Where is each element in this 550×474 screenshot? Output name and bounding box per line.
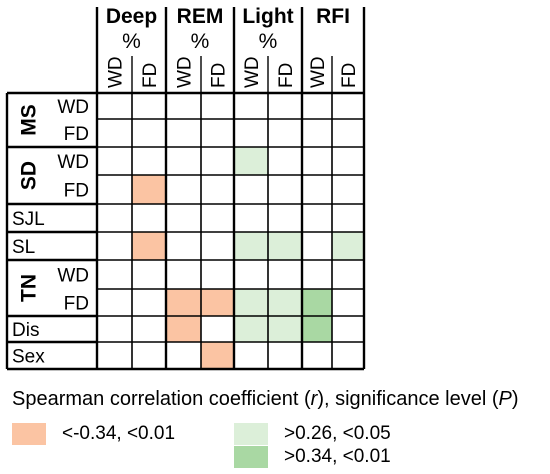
row-group-title: TN — [18, 274, 41, 302]
subcolumn-label: WD — [175, 56, 196, 88]
correlation-cell — [132, 175, 166, 204]
legend-label-positive-strong: >0.34, <0.01 — [284, 446, 391, 467]
row-group-title: MS — [18, 104, 41, 136]
correlation-cell — [332, 232, 364, 260]
row-label: WD — [57, 97, 89, 118]
legend-label-positive-weak: >0.26, <0.05 — [284, 423, 391, 444]
correlation-cell — [201, 289, 234, 316]
subcolumn-label: WD — [106, 56, 127, 88]
column-group-title: RFI — [316, 5, 350, 28]
legend-swatch-positive-weak — [234, 423, 268, 445]
correlation-cell — [132, 232, 166, 260]
subcolumn-label: FD — [209, 63, 230, 88]
legend-title-p: P — [498, 388, 512, 410]
correlation-cell — [268, 289, 302, 316]
subcolumn-label: WD — [308, 56, 329, 88]
subcolumn-label: FD — [276, 63, 297, 88]
correlation-cell — [268, 232, 302, 260]
correlation-cell — [268, 316, 302, 342]
legend: Spearman correlation coefficient (r), si… — [0, 388, 550, 474]
legend-title: Spearman correlation coefficient (r), si… — [12, 388, 519, 411]
subcolumn-label: FD — [339, 63, 360, 88]
column-group-title: REM — [177, 5, 224, 28]
legend-swatch-positive-strong — [234, 446, 268, 468]
row-group-title: Sex — [12, 347, 45, 368]
column-group-title: Light — [242, 5, 293, 28]
legend-title-r: r — [310, 388, 318, 410]
subcolumn-label: FD — [140, 63, 161, 88]
column-group-title: Deep — [106, 5, 157, 28]
row-label: FD — [64, 181, 89, 202]
correlation-cell — [234, 232, 268, 260]
row-group-title: SL — [12, 237, 35, 258]
legend-swatch-negative — [12, 423, 46, 445]
column-group-unit: % — [122, 30, 141, 53]
row-group-title: Dis — [12, 320, 39, 341]
subcolumn-label: WD — [242, 56, 263, 88]
row-label: WD — [57, 152, 89, 173]
legend-title-part: ) — [511, 388, 519, 410]
correlation-cell — [201, 342, 234, 369]
correlation-cell — [234, 289, 268, 316]
correlation-cell — [166, 316, 201, 342]
correlation-cell — [234, 147, 268, 175]
correlation-cell — [234, 316, 268, 342]
row-label: FD — [64, 294, 89, 315]
row-label: WD — [57, 266, 89, 287]
correlation-cell — [302, 289, 332, 316]
column-group-unit: % — [191, 30, 210, 53]
row-group-title: SJL — [12, 209, 45, 230]
correlation-cell — [166, 289, 201, 316]
row-label: FD — [64, 124, 89, 145]
row-group-title: SD — [18, 161, 41, 190]
legend-label-negative: <-0.34, <0.01 — [62, 423, 176, 444]
legend-title-part: ), significance level ( — [317, 388, 499, 410]
column-group-unit: % — [259, 30, 278, 53]
correlation-cell — [302, 316, 332, 342]
legend-title-part: Spearman correlation coefficient ( — [12, 388, 311, 410]
